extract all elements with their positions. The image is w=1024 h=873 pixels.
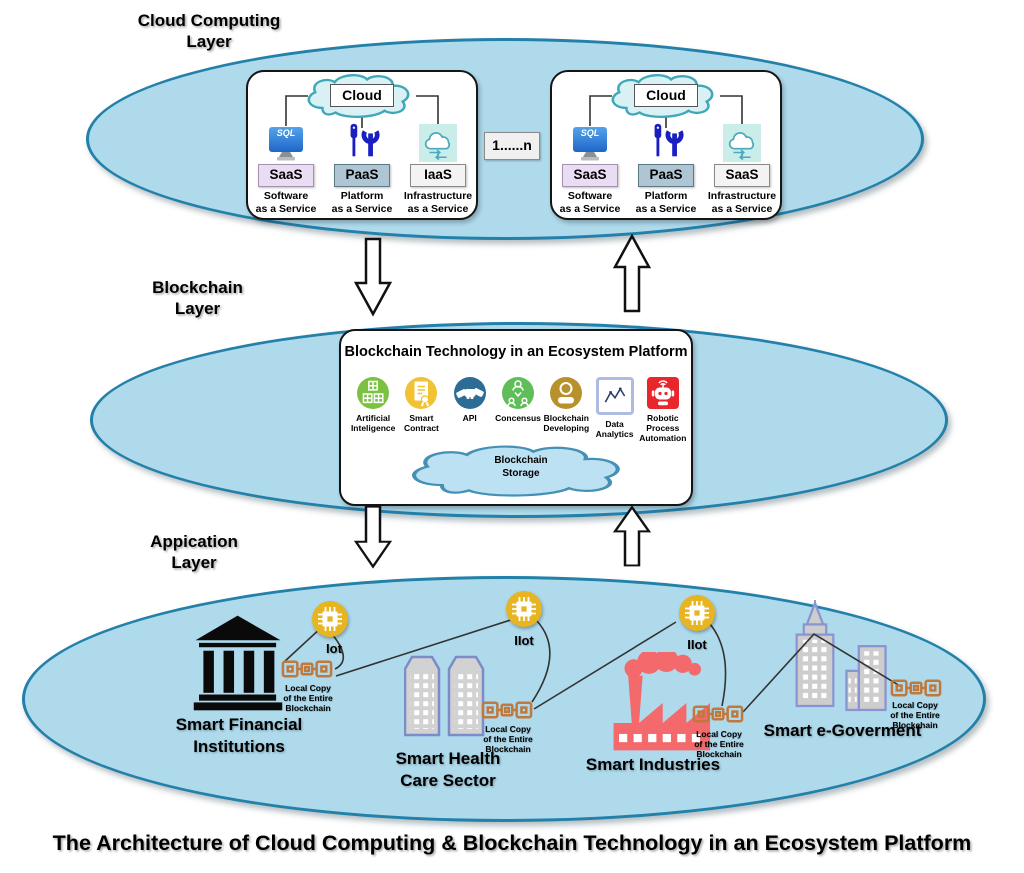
saas-column: SQL SaaS Software as a Service	[248, 122, 324, 216]
paas-badge: PaaS	[638, 164, 694, 187]
tools-icon	[340, 122, 384, 162]
node-name-industries: Smart Industries	[585, 755, 721, 774]
iaas-badge: SaaS	[714, 164, 770, 187]
cloud-label: Cloud	[634, 84, 698, 107]
cloud-services-box-1: Cloud SQL SaaS Software as a Service	[246, 70, 478, 220]
cloud-services-box-2: Cloud SQL SaaS Software as a Service	[550, 70, 782, 220]
component-label: Data Analytics	[595, 419, 634, 440]
component-label: Artificial Inteligence	[350, 413, 396, 434]
component-label: Smart Contract	[403, 413, 439, 434]
iaas-full-label: Infrastructure as a Service	[707, 190, 777, 216]
component-consensus: Concensus	[494, 377, 542, 443]
tools-icon	[644, 122, 688, 162]
blockchain-storage-label: Blockchain Storage	[494, 455, 548, 479]
ai-cubes-icon	[357, 377, 390, 409]
cloud-shape: Cloud	[300, 73, 422, 119]
blockchain-components-row: Artificial Inteligence Smart Contract	[349, 377, 687, 443]
analytics-chart-icon	[595, 377, 634, 415]
connector-lines	[589, 95, 743, 128]
component-blockchain-developing: Blockchain Developing	[542, 377, 590, 443]
paas-full-label: Platform as a Service	[331, 190, 393, 216]
paas-badge: PaaS	[334, 164, 390, 187]
iaas-column: IaaS Infrastructure as a Service	[400, 122, 476, 216]
consensus-icon	[501, 377, 534, 409]
component-label: API	[462, 413, 477, 423]
cloud-label: Cloud	[330, 84, 394, 107]
handshake-icon	[453, 377, 486, 409]
blockchain-chain-icon	[481, 698, 533, 722]
saas-full-label: Software as a Service	[559, 190, 621, 216]
blockchain-chain-icon	[890, 676, 942, 700]
component-api: API	[446, 377, 494, 443]
component-label: Concensus	[495, 413, 541, 423]
local-copy-label: Local Copy of the Entire Blockchain	[283, 683, 333, 714]
blockchain-chain-icon	[281, 657, 333, 681]
node-name-egovernment: Smart e-Goverment	[763, 721, 922, 740]
connector-lines	[285, 95, 439, 128]
contract-icon	[405, 377, 438, 409]
blockchain-box-title: Blockchain Technology in an Ecosystem Pl…	[344, 344, 688, 360]
component-robotic-process-automation: Robotic Process Automation	[639, 377, 687, 443]
bank-icon	[193, 615, 283, 711]
iot-chip-icon	[506, 591, 542, 627]
saas-column: SQL SaaS Software as a Service	[552, 122, 628, 216]
sql-database-icon: SQL	[264, 122, 308, 162]
saas-full-label: Software as a Service	[255, 190, 317, 216]
component-artificial-intelligence: Artificial Inteligence	[349, 377, 397, 443]
down-arrow-blockchain-to-application	[353, 505, 393, 569]
cloud-shape: Cloud	[604, 73, 726, 119]
iot-label: IIot	[514, 633, 534, 648]
local-copy-label: Local Copy of the Entire Blockchain	[890, 700, 940, 731]
instance-range-badge: 1......n	[484, 132, 540, 160]
robot-icon	[646, 377, 679, 409]
blockchain-platform-box: Blockchain Technology in an Ecosystem Pl…	[339, 329, 693, 506]
saas-badge: SaaS	[258, 164, 314, 187]
component-smart-contract: Smart Contract	[397, 377, 445, 443]
cloud-layer-label: Cloud Computing Layer	[137, 11, 281, 52]
iot-chip-icon	[312, 601, 348, 637]
blockchain-storage-cloud: Blockchain Storage	[396, 444, 646, 498]
government-tower-icon	[795, 600, 835, 708]
iaas-badge: IaaS	[410, 164, 466, 187]
paas-full-label: Platform as a Service	[635, 190, 697, 216]
local-copy-label: Local Copy of the Entire Blockchain	[694, 729, 744, 760]
node-name-financial: Smart Financial Institutions	[175, 715, 303, 757]
iot-label: IIot	[687, 637, 707, 652]
cloud-sync-icon	[720, 122, 764, 162]
sql-label: SQL	[580, 128, 600, 138]
iot-label: Iot	[326, 641, 342, 656]
component-label: Blockchain Developing	[543, 413, 590, 434]
iaas-full-label: Infrastructure as a Service	[403, 190, 473, 216]
sql-database-icon: SQL	[568, 122, 612, 162]
diagram-title: The Architecture of Cloud Computing & Bl…	[52, 831, 972, 855]
blockchain-layer-label: Blockchain Layer	[152, 278, 243, 319]
down-arrow-cloud-to-blockchain	[353, 237, 393, 317]
iot-chip-icon	[679, 595, 715, 631]
paas-column: PaaS Platform as a Service	[324, 122, 400, 216]
developer-icon	[550, 377, 583, 409]
blockchain-chain-icon	[692, 702, 744, 726]
up-arrow-blockchain-to-cloud	[612, 233, 652, 313]
cloud-sync-icon	[416, 122, 460, 162]
component-data-analytics: Data Analytics	[590, 377, 638, 443]
application-layer-label: Appication Layer	[150, 532, 238, 573]
saas-badge: SaaS	[562, 164, 618, 187]
paas-column: PaaS Platform as a Service	[628, 122, 704, 216]
component-label: Robotic Process Automation	[639, 413, 687, 444]
sql-label: SQL	[276, 128, 296, 138]
node-name-health: Smart Health Care Sector	[395, 749, 501, 791]
local-copy-label: Local Copy of the Entire Blockchain	[483, 724, 533, 755]
up-arrow-application-to-blockchain	[612, 505, 652, 567]
iaas-column: SaaS Infrastructure as a Service	[704, 122, 780, 216]
